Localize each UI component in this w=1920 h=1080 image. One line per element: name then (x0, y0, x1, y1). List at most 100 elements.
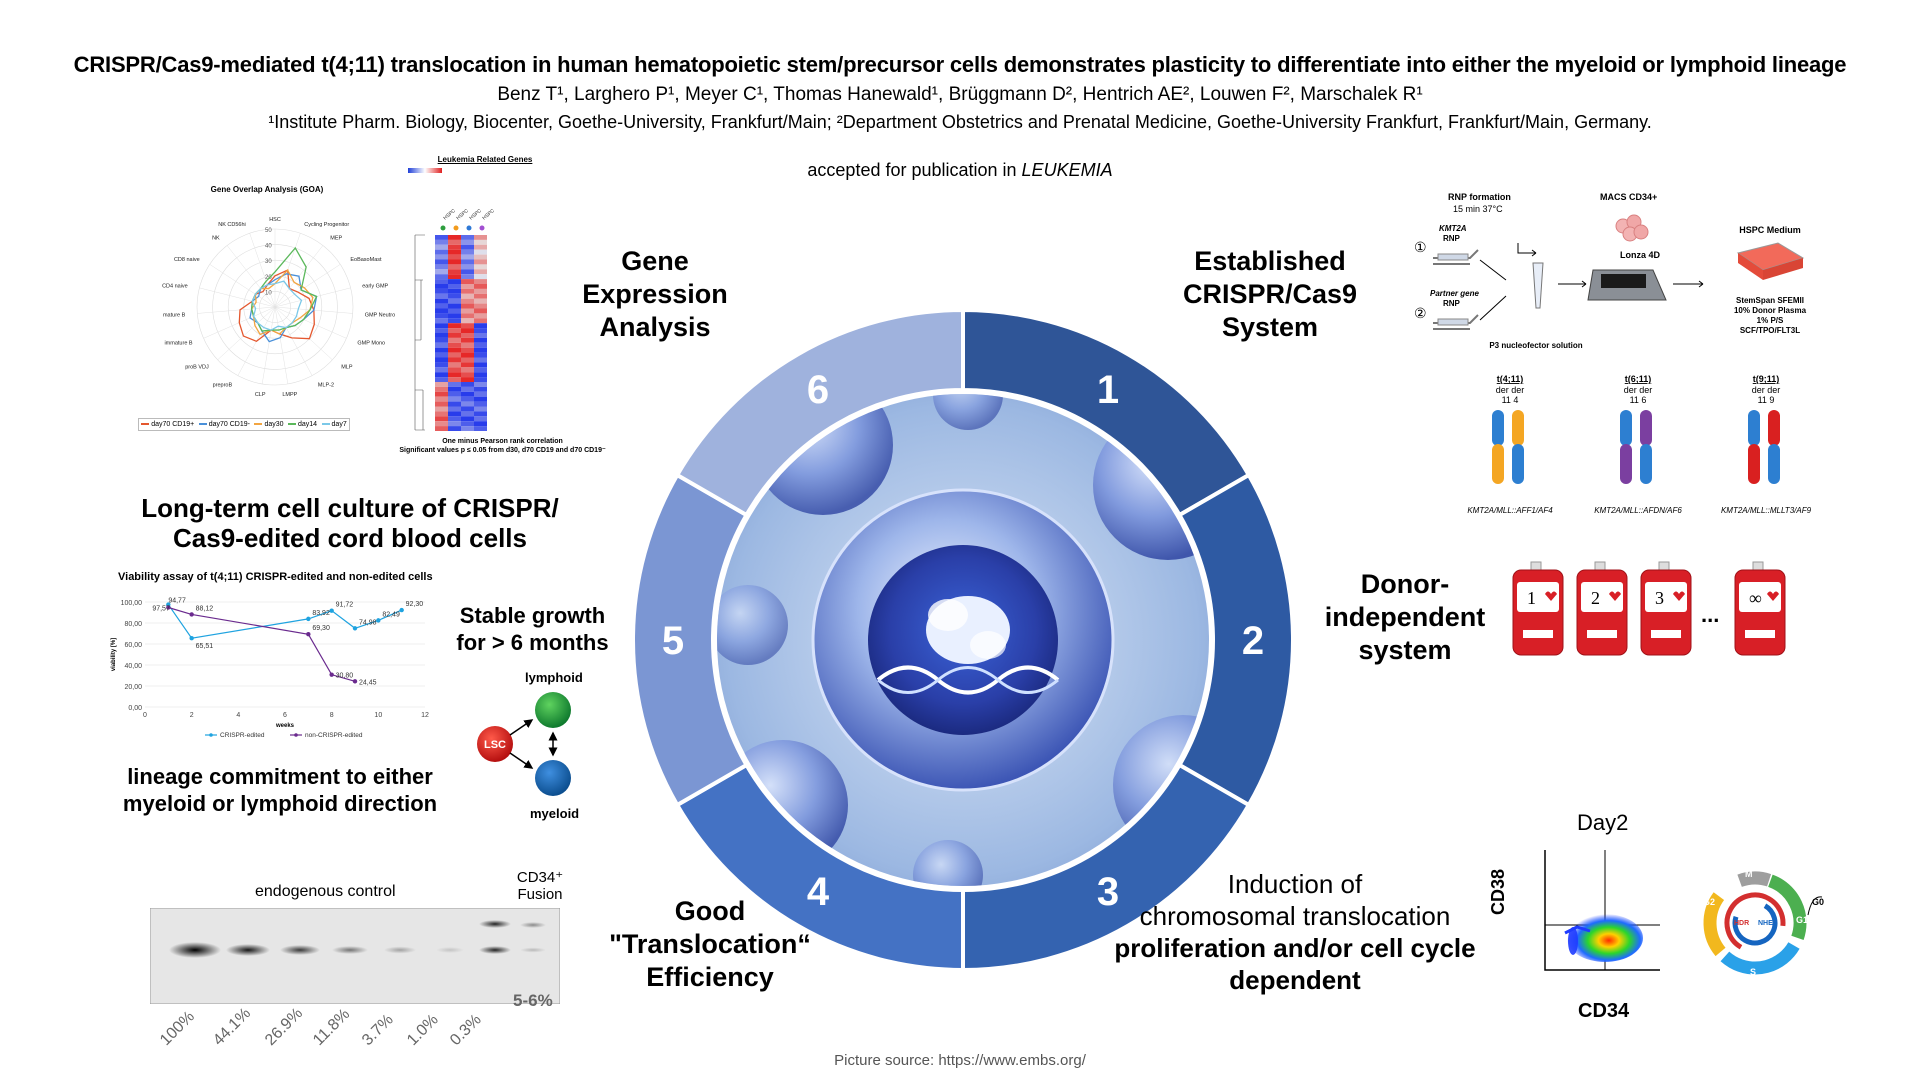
stable-growth: Stable growth for > 6 months (445, 602, 620, 656)
radar-tick: 40 (265, 244, 272, 250)
blood-bag-number: 3 (1655, 588, 1664, 608)
heatmap-cell (448, 396, 461, 402)
heatmap-cell (435, 416, 448, 422)
viability-x-tick: 2 (190, 712, 194, 719)
heatmap-cell (461, 313, 474, 319)
viability-point (189, 612, 194, 617)
chromosome-arm (1748, 410, 1760, 446)
heatmap-cell (448, 337, 461, 343)
flow-plot (1544, 850, 1660, 971)
heatmap-cell (448, 318, 461, 324)
viability-x-tick: 8 (330, 712, 334, 719)
label-established: Established CRISPR/Cas9 System (1150, 245, 1390, 344)
heatmap-cell (461, 259, 474, 265)
heatmap-cell (461, 362, 474, 368)
heatmap-cell (435, 264, 448, 270)
viability-data-label: 83,92 (312, 610, 330, 617)
heatmap-cell (448, 284, 461, 289)
lsc-cell (477, 726, 513, 762)
heatmap-cell (448, 303, 461, 309)
heatmap-cell (474, 347, 487, 353)
viability-data-label: 94,77 (168, 597, 186, 604)
gel-image (150, 908, 560, 1004)
viability-series (166, 602, 404, 684)
heatmap-cell (461, 318, 474, 324)
wheel-number-1: 1 (1097, 368, 1119, 412)
heatmap-caption-l1: One minus Pearson rank correlation (442, 438, 563, 445)
heatmap-cell (435, 235, 448, 240)
der-label: der der (1624, 385, 1653, 395)
goa-legend-item: day14 (287, 421, 317, 428)
viability-y-label: viability [%] (111, 638, 117, 671)
radar-axis-label: MLP-2 (318, 382, 334, 388)
heatmap-cell (448, 239, 461, 245)
cell-illustration (717, 394, 1209, 886)
heatmap-cell (448, 421, 461, 427)
author-list: Benz T¹, Larghero P¹, Meyer C¹, Thomas H… (497, 84, 1423, 105)
heatmap-cell (474, 337, 487, 343)
heatmap-cell (474, 342, 487, 348)
gene-expression-l2: Expression (582, 279, 728, 309)
heatmap-cell (461, 244, 474, 250)
heatmap-cell (474, 279, 487, 284)
heatmap-cell (435, 337, 448, 343)
heatmap-cell (435, 372, 448, 378)
heatmap-cell (448, 259, 461, 265)
cell-cycle-diagram: M G0 G1 S G2 HDR NHEJ (1703, 869, 1824, 977)
heatmap-cell (461, 401, 474, 407)
heatmap-cell (448, 323, 461, 329)
fusion-gene-label: KMT2A/MLL::MLLT3/AF9 (1721, 506, 1812, 515)
heatmap-cell (435, 284, 448, 289)
goa-legend-item: day7 (321, 421, 347, 428)
medium-l2: 10% Donor Plasma (1734, 306, 1807, 315)
gene-expression-l1: Gene (621, 246, 689, 276)
label-donor: Donor- independent system (1305, 568, 1505, 667)
radar-axis-label: HSC (269, 217, 281, 223)
gene-expression-l3: Analysis (599, 312, 711, 342)
viability-data-label: 69,30 (312, 625, 330, 632)
radar-axis-label: LMPP (282, 392, 297, 398)
phase-g2: G2 (1703, 897, 1715, 907)
gel-lane-percentage: 3.7% (359, 1011, 397, 1050)
heatmap-cell (461, 416, 474, 422)
goa-legend-item: day70 CD19+ (141, 421, 194, 428)
wheel-number-5: 5 (662, 619, 684, 663)
nhej-label: NHEJ (1758, 920, 1777, 927)
viability-point (166, 605, 171, 610)
heatmap-cell (461, 239, 474, 245)
heatmap-cell (435, 288, 448, 294)
longterm-l2: Cas9-edited cord blood cells (173, 523, 527, 553)
heatmap-cell (448, 377, 461, 382)
heatmap-cell (435, 421, 448, 427)
viability-x-tick: 12 (421, 712, 429, 719)
good-l1: Good (674, 896, 746, 926)
viability-data-label: 65,51 (196, 643, 214, 650)
blood-bag-number: 2 (1591, 588, 1600, 608)
heatmap-cell (461, 396, 474, 402)
goa-title: Gene Overlap Analysis (GOA) (210, 185, 324, 194)
heatmap-cell (474, 244, 487, 250)
endogenous-label: endogenous control (255, 883, 396, 900)
radar-axis-label: NK CD56hi (218, 222, 246, 228)
heatmap-cell (461, 284, 474, 289)
heatmap-cell (461, 411, 474, 417)
label-good-efficiency: Good "Translocation“ Efficiency (590, 895, 830, 994)
gel-lane-percentage: 1.0% (404, 1011, 442, 1050)
phase-m: M (1745, 869, 1753, 879)
step1-marker: ① (1414, 239, 1427, 255)
cd34-fusion-label: CD34⁺ Fusion (505, 869, 575, 903)
heatmap-cell (474, 303, 487, 309)
svg-text:HSPC: HSPC (455, 208, 470, 222)
wheel-number-3: 3 (1097, 870, 1119, 914)
kmt2a-text: KMT2A (1439, 224, 1467, 233)
chromosome-numbers: 11 4 (1502, 395, 1519, 405)
viability-data-label: 88,12 (196, 605, 214, 612)
lineage-l2: myeloid or lymphoid direction (122, 791, 438, 816)
cd34-l2: Fusion (517, 886, 563, 903)
heatmap-cell (474, 367, 487, 373)
heatmap-cell (448, 426, 461, 431)
